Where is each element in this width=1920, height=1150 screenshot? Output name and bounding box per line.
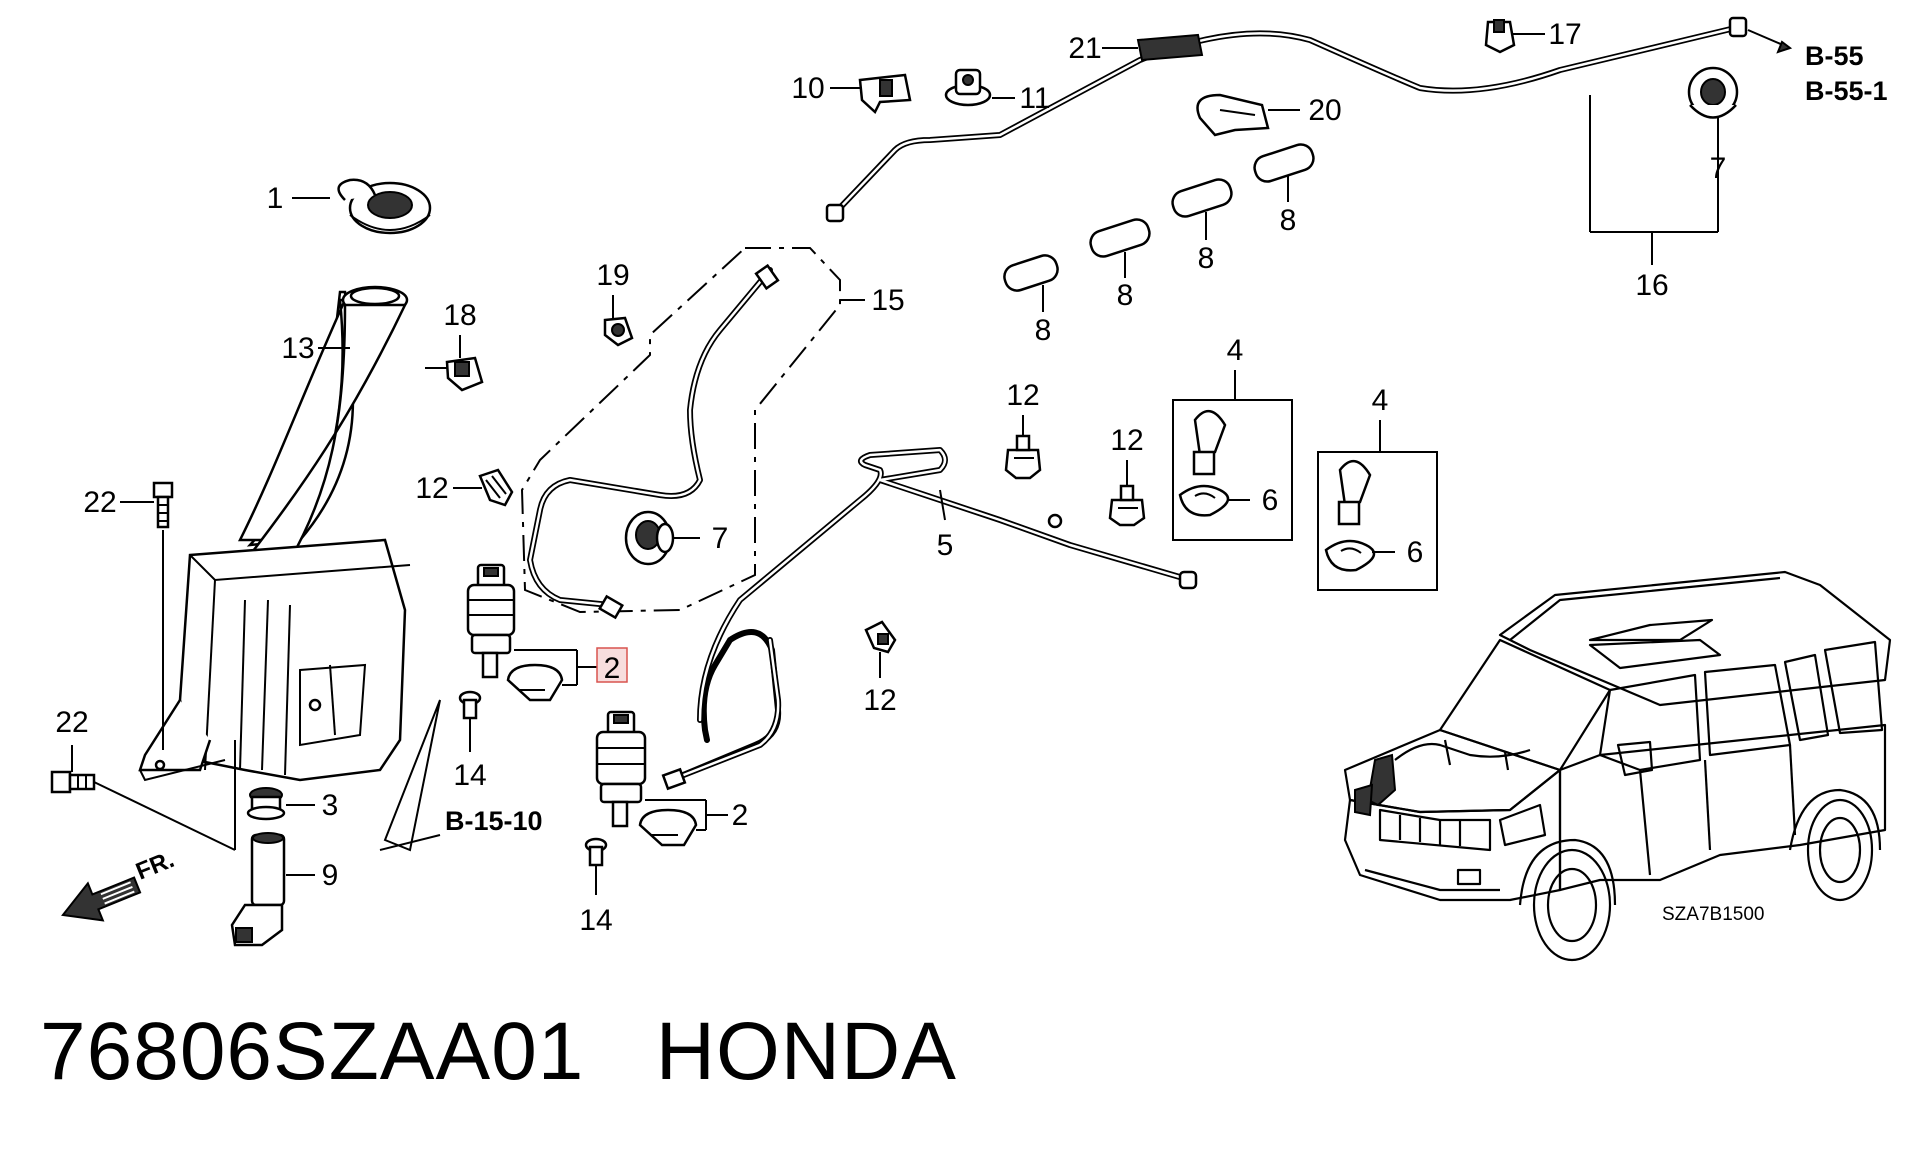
- screw-part-14-upper: [458, 690, 482, 720]
- pump-upper: [466, 563, 516, 679]
- bolt-part-22-lower: [50, 770, 96, 794]
- pump-seal-lower: [638, 808, 698, 847]
- bolt-part-22-upper: [152, 481, 174, 529]
- callout-2-lower: 2: [732, 799, 749, 832]
- callout-12-center-b: 12: [1110, 424, 1143, 457]
- sleeve-part-8-d: [1253, 143, 1315, 183]
- callout-21: 21: [1068, 32, 1101, 65]
- callout-7-top: 7: [1710, 152, 1727, 185]
- callout-2-upper: 2: [604, 652, 621, 685]
- callout-6-left: 6: [1262, 484, 1279, 517]
- grommet-part-7-top: [1687, 66, 1739, 119]
- callout-9: 9: [322, 859, 339, 892]
- sleeve-part-8-c: [1171, 178, 1233, 218]
- callout-10: 10: [791, 72, 824, 105]
- nozzle-assembly-4-right: [1317, 420, 1438, 591]
- footer-caption: 76806SZAA01 HONDA: [40, 1005, 957, 1099]
- callout-19: 19: [596, 259, 629, 292]
- callout-15: 15: [871, 284, 904, 317]
- callout-5: 5: [937, 529, 954, 562]
- clip-part-19: [603, 316, 634, 347]
- washer-tank: [138, 285, 411, 782]
- ref-b-55-1: B-55-1: [1805, 76, 1888, 106]
- clip-part-18: [445, 356, 484, 392]
- front-direction-arrow: [61, 876, 142, 922]
- callout-11: 11: [1019, 82, 1050, 115]
- clip-part-12-center-b: [1108, 484, 1146, 527]
- callout-20: 20: [1308, 94, 1341, 127]
- screw-part-14-lower: [584, 837, 608, 867]
- grommet-part-7-middle: [624, 510, 675, 566]
- callout-13: 13: [281, 332, 314, 365]
- callout-18: 18: [443, 299, 476, 332]
- nozzle-assembly-4-left: [1172, 370, 1293, 541]
- clip-part-17: [1484, 19, 1516, 54]
- part-number: 76806SZAA01: [40, 1006, 585, 1097]
- clip-part-12-lower: [864, 620, 897, 654]
- pad-part-21: [1136, 33, 1204, 62]
- callout-22-upper: 22: [83, 486, 116, 519]
- callout-6-right: 6: [1407, 536, 1424, 569]
- callout-8-d: 8: [1280, 204, 1297, 237]
- clip-part-12-left: [478, 468, 514, 507]
- level-sensor-part-9: [230, 832, 286, 947]
- pump-lower: [595, 710, 647, 828]
- callout-12-lower: 12: [863, 684, 896, 717]
- callout-14-lower: 14: [579, 904, 612, 937]
- callout-16: 16: [1635, 269, 1668, 302]
- callout-12-left: 12: [415, 472, 448, 505]
- tank-cap-part: [337, 178, 432, 235]
- clip-part-12-center-a: [1004, 434, 1042, 480]
- ref-b-15-10: B-15-10: [445, 806, 543, 836]
- figure-code: SZA7B1500: [1662, 904, 1764, 925]
- sleeve-part-8-a: [1003, 254, 1059, 292]
- callout-22-lower: 22: [55, 706, 88, 739]
- callout-17: 17: [1548, 18, 1581, 51]
- callout-8-a: 8: [1035, 314, 1052, 347]
- brand-name: HONDA: [655, 1006, 957, 1097]
- pump-seal-upper: [506, 663, 564, 702]
- callout-3: 3: [322, 789, 339, 822]
- ref-b-55: B-55: [1805, 41, 1864, 71]
- callout-7-middle: 7: [712, 522, 729, 555]
- callout-8-c: 8: [1198, 242, 1215, 275]
- grommet-part-3: [246, 787, 286, 821]
- callout-4-right: 4: [1372, 384, 1389, 417]
- clip-part-11: [944, 68, 992, 107]
- callout-14-upper: 14: [453, 759, 486, 792]
- clip-part-20: [1196, 93, 1270, 137]
- callout-8-b: 8: [1117, 279, 1134, 312]
- front-label: FR.: [132, 846, 178, 886]
- vehicle-illustration: [1343, 570, 1892, 962]
- callout-1: 1: [267, 182, 284, 215]
- clip-part-10: [858, 73, 912, 115]
- callout-4-left: 4: [1227, 334, 1244, 367]
- sleeve-part-8-b: [1089, 218, 1151, 258]
- callout-12-center-a: 12: [1006, 379, 1039, 412]
